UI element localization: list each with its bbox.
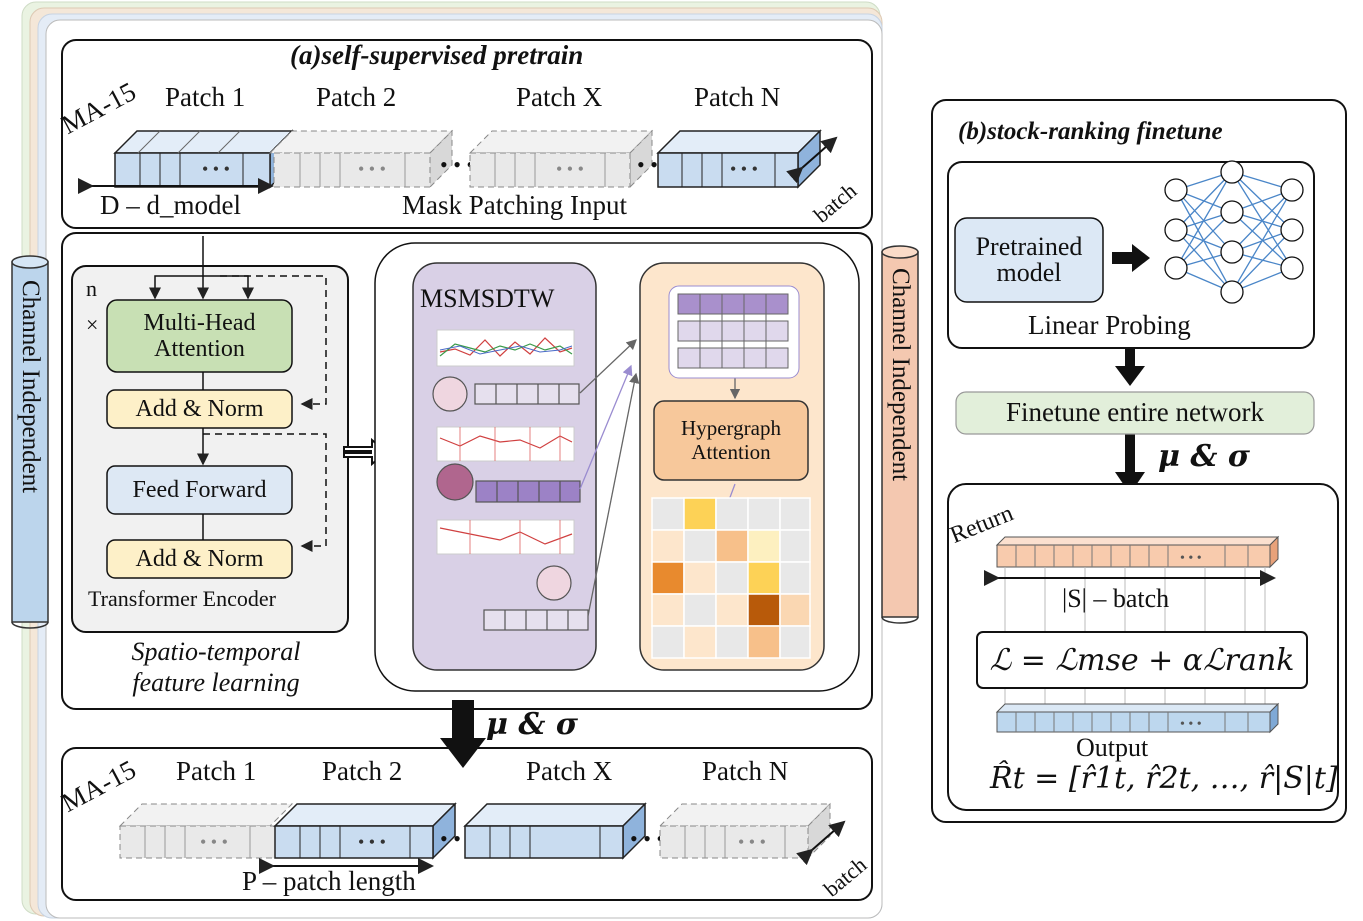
channel-label-right: Channel Independent: [887, 268, 914, 482]
output-formula: R̂t = [r̂1t, r̂2t, …, r̂|S|t]: [990, 761, 1338, 796]
mini-series: [436, 329, 575, 555]
hyperedge-matrix: [668, 285, 800, 379]
svg-text:• • •: • • •: [358, 159, 386, 179]
pretrained-label: Pretrained model: [975, 232, 1083, 287]
channel-cylinder-left: [11, 255, 49, 629]
patch-1-label-top: Patch 1: [165, 82, 246, 112]
dmodel-label: D – d_model: [100, 190, 241, 220]
hypergraph-label: Hypergraph Attention: [681, 416, 781, 464]
encoder-connectors: [149, 236, 327, 552]
channel-label-left: Channel Independent: [17, 280, 44, 494]
patch-n-label-bottom: Patch N: [702, 756, 789, 786]
patch-n-label-top: Patch N: [694, 82, 781, 112]
encoder-title: Transformer Encoder: [88, 586, 276, 611]
loss-block: [976, 631, 1308, 689]
mu-sigma-label: μ & σ: [486, 707, 579, 742]
patch-2-label-top: Patch 2: [316, 82, 397, 112]
x-label: ×: [86, 312, 99, 337]
attention-heatmap: [651, 497, 811, 659]
ff-label: Feed Forward: [132, 476, 267, 503]
bottom-patch-strip: • • • • • • • • • • • • • • •: [118, 802, 846, 874]
hypergraph-block: [653, 400, 809, 481]
addnorm-block-2: [106, 539, 293, 579]
output-label: Output: [1076, 733, 1149, 762]
top-patch-strip: • • • • • • • • • • • • • • • • • •: [78, 129, 838, 194]
patch-2-label-bottom: Patch 2: [322, 756, 403, 786]
msmsdtw-nodes: [432, 376, 589, 631]
return-strip: • • •: [984, 535, 1280, 712]
patch-x-label-top: Patch X: [516, 82, 603, 112]
patch-1-label-bottom: Patch 1: [176, 756, 257, 786]
svg-text:• • •: • • •: [202, 159, 230, 179]
pretrain-title: (a)self-supervised pretrain: [290, 40, 584, 70]
addnorm-label-1: Add & Norm: [135, 395, 264, 422]
patch-length-label: P – patch length: [242, 866, 416, 896]
channel-cylinder-right: [881, 245, 919, 624]
addnorm-label-2: Add & Norm: [135, 545, 264, 572]
msmsdtw-panel: [412, 262, 597, 671]
finetune-mu-sigma: μ & σ: [1158, 439, 1251, 474]
s-batch-label: |S| – batch: [1062, 584, 1170, 613]
msmsdtw-title: MSMSDTW: [420, 284, 555, 313]
linear-probing-label: Linear Probing: [1028, 310, 1191, 340]
mha-block: [106, 299, 293, 373]
svg-text:• • •: • • •: [440, 152, 474, 177]
svg-text:• • •: • • •: [1180, 717, 1202, 732]
n-label: n: [86, 276, 97, 301]
loss-label: ℒ = ℒmse + αℒrank: [989, 642, 1295, 678]
svg-text:• • •: • • •: [730, 159, 758, 179]
svg-text:• • •: • • •: [358, 832, 386, 852]
finetune-network-block: [955, 391, 1315, 435]
addnorm-block-1: [106, 389, 293, 429]
feature-caption: Spatio-temporal feature learning: [131, 636, 301, 697]
output-strip: • • •: [995, 702, 1280, 734]
finetune-title: (b)stock-ranking finetune: [958, 118, 1223, 145]
ff-block: [106, 465, 293, 515]
svg-text:• • •: • • •: [1180, 551, 1202, 566]
mask-input-label: Mask Patching Input: [402, 190, 627, 220]
svg-text:• • •: • • •: [556, 159, 584, 179]
svg-text:• • •: • • •: [738, 832, 766, 852]
neural-network: [1164, 160, 1304, 304]
mha-label: Multi-Head Attention: [143, 309, 256, 362]
svg-text:• • •: • • •: [630, 826, 664, 851]
svg-text:• • •: • • •: [200, 832, 228, 852]
finetune-network-label: Finetune entire network: [1006, 397, 1264, 428]
pretrained-block: [954, 217, 1104, 303]
mu-sigma-arrow: [440, 700, 486, 768]
pretrained-arrow: [1112, 244, 1150, 272]
patch-x-label-bottom: Patch X: [526, 756, 613, 786]
